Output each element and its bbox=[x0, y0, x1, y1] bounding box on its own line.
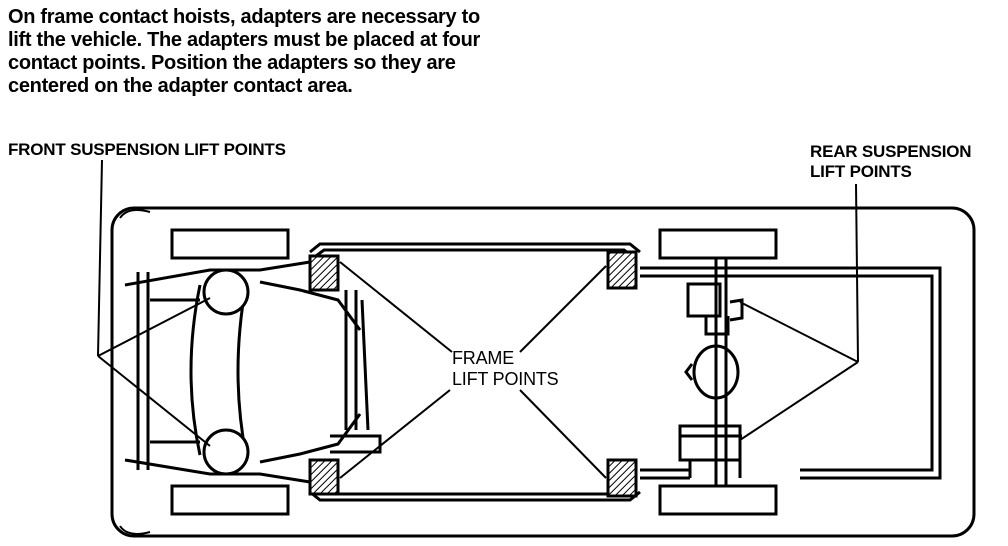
instruction-line: On frame contact hoists, adapters are ne… bbox=[8, 6, 480, 28]
frame-lift-pad-rear-left bbox=[606, 250, 638, 290]
front-right-tire bbox=[170, 484, 290, 516]
rear-suspension-label: REAR SUSPENSION LIFT POINTS bbox=[810, 142, 972, 182]
front-right-lift-circle bbox=[202, 428, 250, 476]
label-line: LIFT POINTS bbox=[452, 369, 559, 389]
rear-axle-assembly bbox=[678, 258, 744, 486]
label-line: LIFT POINTS bbox=[810, 162, 912, 181]
frame-lift-label: FRAME LIFT POINTS bbox=[452, 348, 559, 390]
label-line: REAR SUSPENSION bbox=[810, 142, 972, 161]
label-line: FRAME bbox=[452, 348, 515, 368]
front-left-tire bbox=[170, 228, 290, 260]
rear-left-tire bbox=[658, 228, 778, 260]
frame-lift-pad-front-right bbox=[308, 458, 340, 496]
rear-right-tire bbox=[658, 484, 778, 516]
rear-suspension-leaders bbox=[739, 183, 859, 441]
front-crossmember bbox=[124, 260, 382, 484]
label-line: FRONT SUSPENSION LIFT POINTS bbox=[8, 140, 286, 159]
instruction-line: centered on the adapter contact area. bbox=[8, 75, 353, 97]
instruction-line: lift the vehicle. The adapters must be p… bbox=[8, 29, 480, 51]
instruction-line: contact points. Position the adapters so… bbox=[8, 52, 456, 74]
instruction-text: On frame contact hoists, adapters are ne… bbox=[8, 6, 568, 98]
frame-lift-pad-front-left bbox=[308, 254, 340, 292]
front-suspension-label: FRONT SUSPENSION LIFT POINTS bbox=[8, 140, 286, 160]
vehicle-body-outline bbox=[110, 206, 976, 538]
frame-lift-pad-rear-right bbox=[606, 458, 638, 498]
frame-lift-leaders bbox=[339, 261, 607, 479]
front-suspension-leaders bbox=[97, 159, 211, 447]
front-left-lift-circle bbox=[202, 268, 250, 316]
